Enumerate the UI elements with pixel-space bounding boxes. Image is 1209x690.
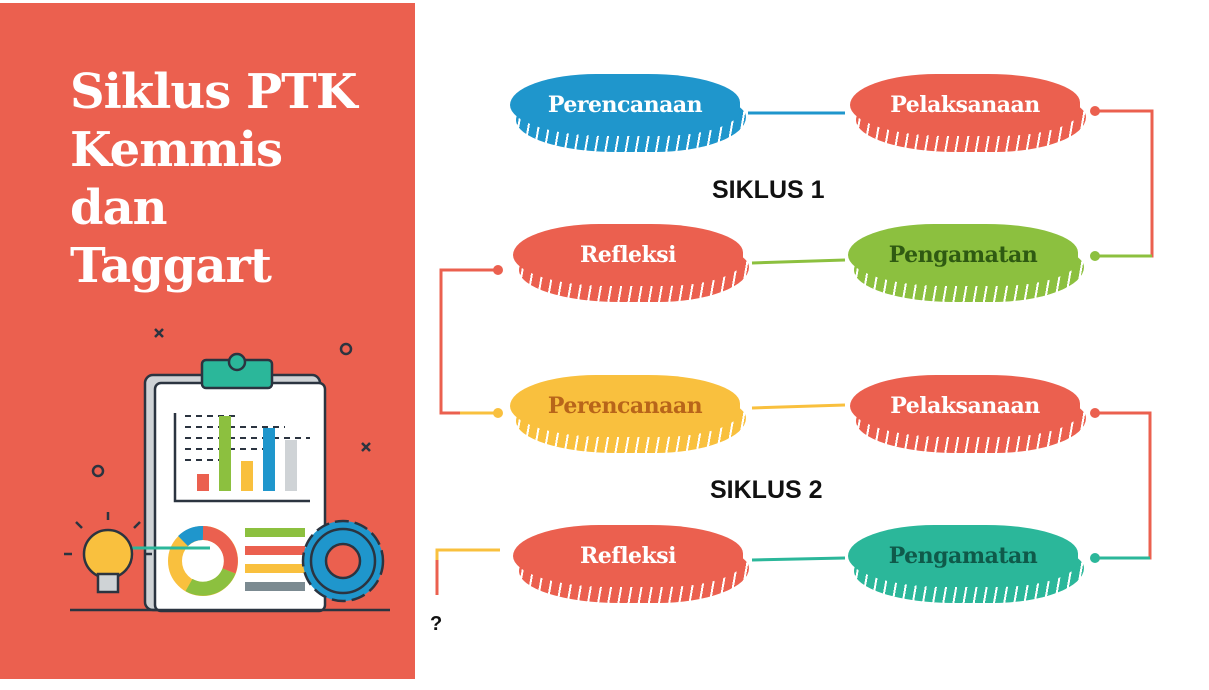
title-line: Kemmis [70,122,283,178]
title-line: Siklus PTK [70,64,358,120]
step-label: Refleksi [513,224,743,286]
step-label: Refleksi [513,525,743,587]
cycle-1-step-pengamatan: Pengamatan [848,224,1084,304]
page-title: Siklus PTK Kemmis dan Taggart [70,63,358,295]
circle-icon [91,464,105,478]
cycle-2-step-refleksi: Refleksi [513,525,749,605]
title-line: Taggart [70,238,272,294]
cycle-1-step-perencanaan: Perencanaan [510,74,746,154]
circle-icon [339,342,353,356]
cycle-1-step-refleksi: Refleksi [513,224,749,304]
cycle-1-label: SIKLUS 1 [712,176,825,204]
gear-icon [301,519,385,603]
cross-icon [154,328,164,338]
cycle-2-step-pengamatan: Pengamatan [848,525,1084,605]
cycle-2-label: SIKLUS 2 [710,476,823,504]
step-label: Perencanaan [510,375,740,437]
cross-icon [361,442,371,452]
step-label: Pengamatan [848,525,1078,587]
donut-chart-icon [168,526,238,596]
cycle-1-step-pelaksanaan: Pelaksanaan [850,74,1086,154]
cycle-2-step-pelaksanaan: Pelaksanaan [850,375,1086,455]
step-label: Pengamatan [848,224,1078,286]
title-panel: Siklus PTK Kemmis dan Taggart [0,3,415,679]
light-bulb-icon [64,512,152,594]
step-label: Pelaksanaan [850,74,1080,136]
title-line: dan [70,180,168,236]
step-label: Perencanaan [510,74,740,136]
bar-chart-icon [173,413,310,503]
cycle-2-step-perencanaan: Perencanaan [510,375,746,455]
continuation-mark: ? [430,613,443,635]
clipboard-chart-illustration [64,328,390,613]
step-label: Pelaksanaan [850,375,1080,437]
